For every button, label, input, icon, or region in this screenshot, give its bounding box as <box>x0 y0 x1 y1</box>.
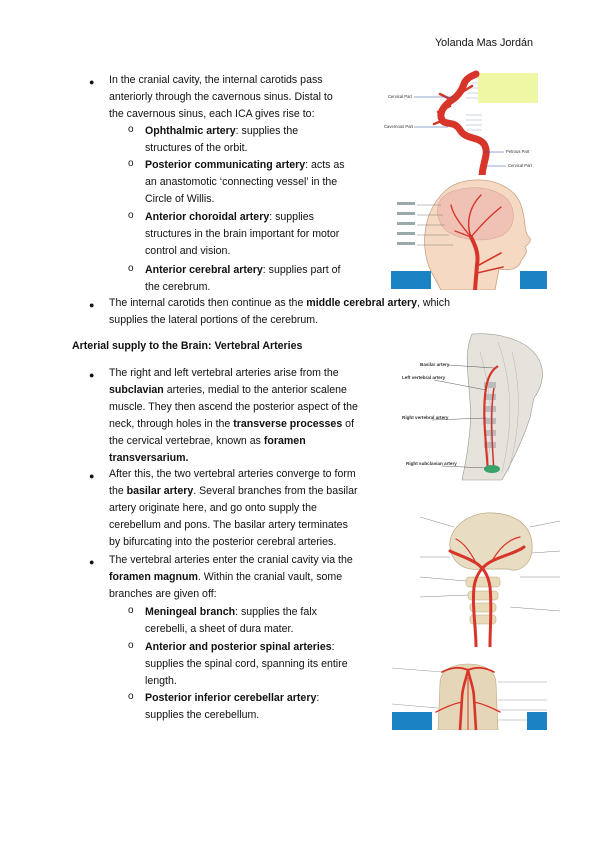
mca-paragraph: The internal carotids then continue as t… <box>109 297 450 326</box>
vertebral-origin-paragraph: The right and left vertebral arteries ar… <box>109 367 358 464</box>
accent-bar-left <box>391 271 431 289</box>
sub-bullet: o <box>128 640 134 651</box>
sub-bullet: o <box>128 691 134 702</box>
basilar-paragraph: After this, the two vertebral arteries c… <box>109 468 358 548</box>
branch-anterior-cerebral: Anterior cerebral artery: supplies part … <box>145 264 341 293</box>
accent-bar-left-2 <box>392 712 432 730</box>
section-heading-vertebral: Arterial supply to the Brain: Vertebral … <box>72 340 303 352</box>
branch-spinal: Anterior and posterior spinal arteries: … <box>145 641 348 687</box>
branch-ophthalmic: Ophthalmic artery: supplies the structur… <box>145 125 299 154</box>
label-left-vertebral-artery: Left vertebral artery <box>402 375 446 380</box>
foramen-magnum-paragraph: The vertebral arteries enter the cranial… <box>109 554 353 600</box>
figure-head-arteries <box>391 175 541 292</box>
accent-bar-right-2 <box>527 712 547 730</box>
bullet: ● <box>89 300 95 310</box>
sub-bullet: o <box>128 263 134 274</box>
accent-bar-right <box>520 271 547 289</box>
label-right-subclavian-artery: Right subclavian artery <box>406 461 457 466</box>
label-petrous-part: Petrous Part <box>506 149 530 154</box>
ica-intro: In the cranial cavity, the internal caro… <box>109 74 333 120</box>
label-cervical-part-top: Cervical Part <box>388 94 413 99</box>
label-cervical-part-bottom: Cervical Part <box>508 163 533 168</box>
sub-bullet: o <box>128 605 134 616</box>
figure-carotid-parts: Cervical Part Cavernous Part Petrous Par… <box>382 70 557 182</box>
label-cavernous-part: Cavernous Part <box>384 124 414 129</box>
figure-vertebral-posterior <box>419 507 561 649</box>
label-right-vertebral-artery: Right vertebral artery <box>402 415 449 420</box>
sub-bullet: o <box>128 210 134 221</box>
branch-anterior-choroidal: Anterior choroidal artery: supplies stru… <box>145 211 340 257</box>
sub-bullet: o <box>128 124 134 135</box>
bullet: ● <box>89 471 95 481</box>
sub-bullet: o <box>128 158 134 169</box>
author-name: Yolanda Mas Jordán <box>434 37 533 49</box>
label-basilar-artery: Basilar artery <box>420 362 450 367</box>
figure-neck-vertebral: Basilar artery Left vertebral artery Rig… <box>402 332 547 482</box>
branch-posterior-communicating: Posterior communicating artery: acts as … <box>145 159 345 205</box>
branch-pica: Posterior inferior cerebellar artery: su… <box>145 692 320 721</box>
bullet: ● <box>89 77 95 87</box>
branch-meningeal: Meningeal branch: supplies the falx cere… <box>145 606 317 635</box>
bullet: ● <box>89 557 95 567</box>
bullet: ● <box>89 370 95 380</box>
